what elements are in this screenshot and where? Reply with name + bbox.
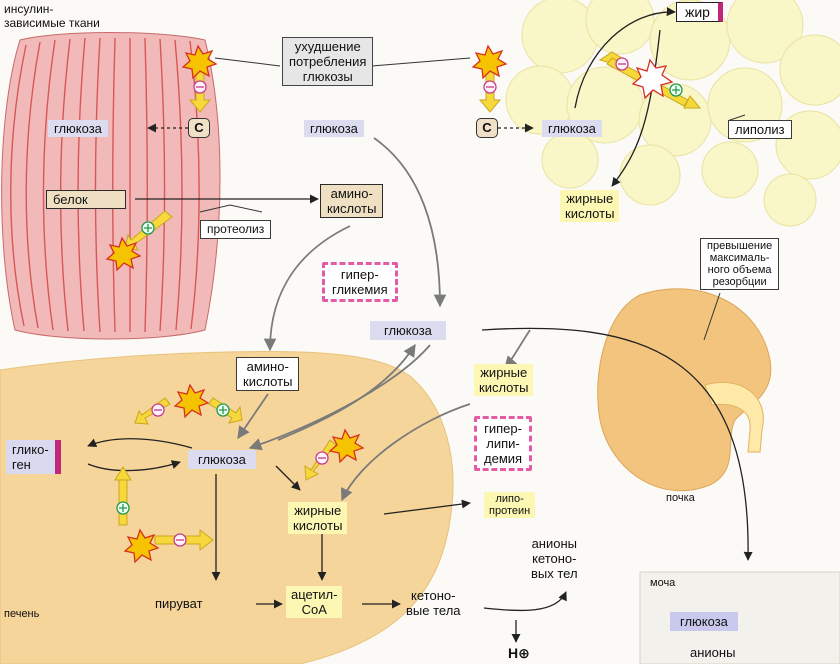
muscle-tissue — [1, 32, 221, 340]
urine-glucose: глюкоза — [670, 612, 738, 631]
fatty-acids-adipose-box: жирные кислоты — [560, 190, 620, 222]
minus-icons — [151, 57, 629, 547]
kidney-label: почка — [666, 492, 695, 504]
liver-label: печень — [4, 608, 40, 620]
blood-glucose-top: глюкоза — [304, 120, 364, 137]
amino-acids-liver-box: амино- кислоты — [236, 357, 300, 391]
impaired-glucose-uptake-callout: ухудшение потребления глюкозы — [282, 37, 374, 86]
fat-box: жир — [676, 2, 723, 22]
adipose-tissue — [505, 0, 840, 227]
proton-label: H⊕ — [508, 645, 530, 661]
starburst-icons — [105, 44, 508, 564]
proteolysis-callout: протеолиз — [200, 220, 272, 239]
starburst-icon — [105, 236, 142, 272]
blood-glucose-center: глюкоза — [370, 321, 446, 340]
adipose-glucose: глюкоза — [542, 120, 602, 137]
starburst-icon — [631, 58, 674, 100]
muscle-glucose: глюкоза — [48, 120, 108, 137]
liver-organ — [0, 351, 454, 664]
pyruvate-label: пируват — [155, 596, 203, 611]
urine-label: моча — [650, 577, 676, 589]
starburst-icon — [173, 383, 210, 419]
starburst-icon — [123, 528, 160, 564]
lipolysis-callout: липолиз — [728, 120, 792, 139]
blood-fatty-acids: жирные кислоты — [474, 364, 534, 396]
protein-box: белок — [46, 190, 126, 209]
kidney-organ — [597, 288, 772, 492]
amino-acids-muscle-box: амино- кислоты — [320, 184, 384, 218]
starburst-icon — [471, 44, 508, 80]
hyperlipidemia-alert: гипер- липи- демия — [474, 416, 533, 471]
starburst-icon — [328, 428, 365, 464]
hyperglycemia-alert: гипер- гликемия — [322, 262, 398, 302]
plus-icons — [116, 83, 683, 515]
urine-panel — [639, 571, 840, 664]
insulin-dependent-tissue-label: инсулин- зависимые ткани — [4, 2, 100, 30]
urine-anions: анионы — [690, 645, 736, 660]
lipoprotein-box: липо- протеин — [484, 492, 536, 518]
glucose-carrier-adipose: C — [476, 118, 498, 138]
liver-glucose: глюкоза — [188, 450, 256, 469]
ketone-bodies-label: кетоно- вые тела — [406, 588, 461, 618]
acetyl-coa-box: ацетил- CoA — [286, 586, 343, 618]
glycogen-box: глико- ген — [6, 440, 61, 474]
glucose-carrier-muscle: C — [188, 118, 210, 138]
ketone-anions-label: анионы кетоно- вых тел — [531, 536, 578, 581]
fatty-acids-liver-box: жирные кислоты — [288, 502, 348, 534]
resorption-threshold-callout: превышение максималь- ного объема резорб… — [700, 238, 780, 290]
black-arrows — [87, 7, 753, 643]
starburst-icon — [181, 44, 218, 80]
